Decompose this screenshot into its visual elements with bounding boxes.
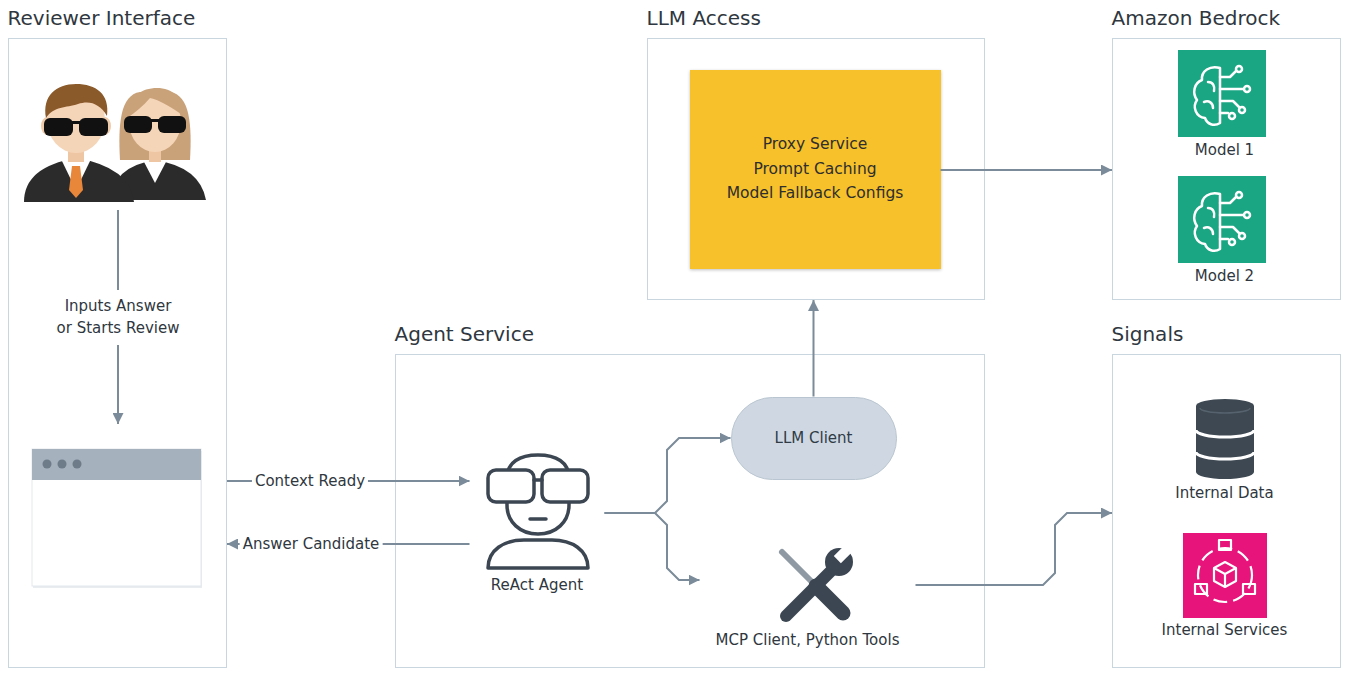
sunglasses <box>44 118 73 136</box>
brain-glyph <box>1194 192 1250 251</box>
icon-node: Internal Data <box>1150 395 1300 505</box>
flow-connector <box>941 169 1113 171</box>
icon-label: Internal Services <box>1162 620 1288 640</box>
hair <box>45 84 107 118</box>
flow-connector <box>813 300 815 397</box>
group-heading: Amazon Bedrock <box>1112 5 1281 31</box>
reviewers-illustration <box>24 84 134 202</box>
group-heading: Signals <box>1112 321 1184 347</box>
proxy-text: Proxy Service <box>763 132 868 157</box>
icon-node: ReAct Agent <box>470 450 605 597</box>
group-box: Amazon BedrockModel 1Model 2 <box>1112 38 1341 300</box>
shirt <box>143 160 167 183</box>
sunglasses <box>79 118 108 136</box>
group-box: LLM AccessProxy ServicePrompt CachingMod… <box>647 38 985 300</box>
hair-fringe <box>127 88 184 118</box>
agent-icon <box>488 455 588 568</box>
icon-label: MCP Client, Python Tools <box>716 630 900 650</box>
flow-label: Inputs Answer or Starts Review <box>53 295 184 339</box>
proxy-text: Model Fallback Configs <box>727 181 904 206</box>
client-label: LLM Client <box>775 429 853 447</box>
proxy-text: Prompt Caching <box>753 157 876 182</box>
icon-label: Internal Data <box>1175 483 1273 503</box>
sunglasses <box>158 116 186 133</box>
flow-connector <box>605 438 731 513</box>
model-icon <box>1178 176 1266 263</box>
tools-icon <box>782 545 853 616</box>
sunglasses <box>124 116 152 133</box>
icon-node: Model 1 <box>1150 48 1300 162</box>
edge-label: Context Ready <box>252 470 368 492</box>
suit <box>24 158 134 202</box>
flow-line <box>117 210 119 290</box>
icon-node: Model 2 <box>1150 174 1300 288</box>
window-title-bar <box>32 449 201 480</box>
window-dot <box>73 460 82 469</box>
group-box: SignalsInternal DataInternal Services <box>1112 354 1341 668</box>
browser-window <box>32 449 201 586</box>
brain-glyph <box>1194 66 1250 125</box>
group-box: Reviewer Interface <box>8 38 227 668</box>
group-heading: Agent Service <box>395 321 534 347</box>
model-icon-bg <box>1178 176 1266 263</box>
group-heading: LLM Access <box>647 5 761 31</box>
sunglasses <box>150 119 160 122</box>
model-icon <box>1178 50 1266 137</box>
window-dot <box>43 460 52 469</box>
model-icon-bg <box>1178 50 1266 137</box>
icon-label: Model 2 <box>1195 266 1254 286</box>
flow-connector <box>605 513 700 580</box>
icon-node: MCP Client, Python Tools <box>700 545 916 652</box>
group-box: Agent ServiceReAct AgentLLM ClientMCP Cl… <box>395 354 985 668</box>
database-icon <box>1196 399 1254 479</box>
icon-node: Internal Services <box>1150 530 1300 642</box>
window-dot <box>58 460 67 469</box>
icon-label: Model 1 <box>1195 140 1254 160</box>
flow-connector <box>916 513 1113 585</box>
tie <box>69 166 83 198</box>
services-icon <box>1183 533 1267 618</box>
edge-label: Answer Candidate <box>240 533 383 555</box>
icon-label: ReAct Agent <box>491 575 583 595</box>
group-heading: Reviewer Interface <box>8 5 196 31</box>
proxy-box: Proxy ServicePrompt CachingModel Fallbac… <box>690 70 941 269</box>
client-pill: LLM Client <box>731 397 897 480</box>
flow-arrow <box>117 345 119 424</box>
sunglasses <box>71 121 81 124</box>
